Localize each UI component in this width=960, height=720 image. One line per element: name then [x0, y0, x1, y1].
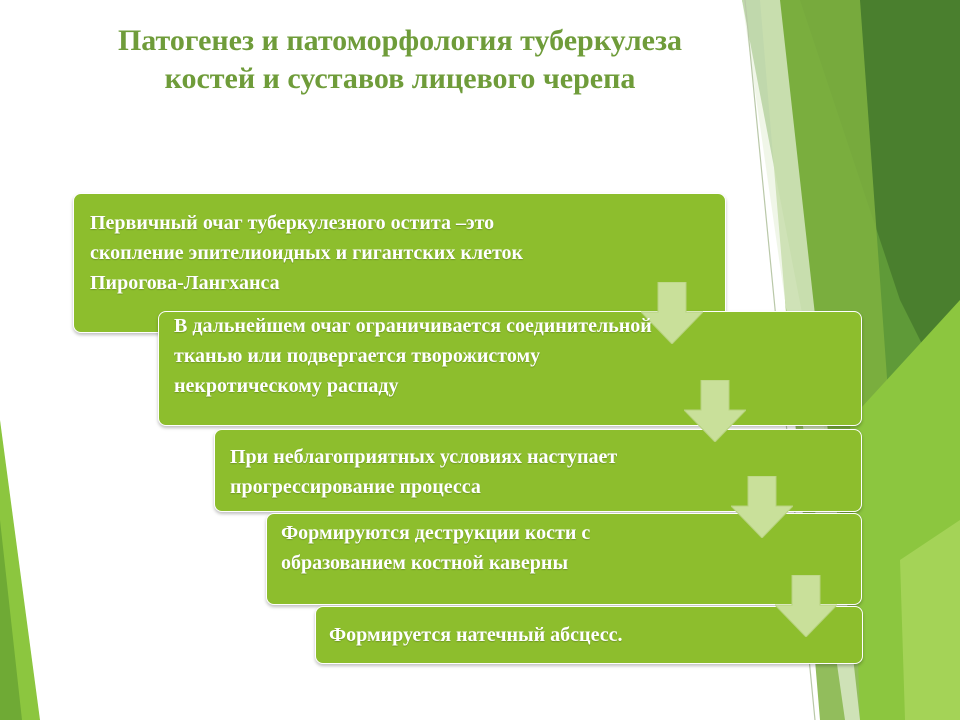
decor-facet-left-2: [0, 520, 22, 720]
step-box-2: [158, 311, 862, 426]
step-text-5: Формируется натечный абсцесс.: [329, 624, 623, 646]
step-text-1: Первичный очаг туберкулезного остита –эт…: [90, 212, 524, 294]
page-title: Патогенез и патоморфология туберкулеза к…: [40, 22, 760, 98]
decor-facet-5: [900, 520, 960, 720]
step-text-2: В дальнейшем очаг ограничивается соедини…: [174, 315, 652, 397]
down-arrow-icon-3: [731, 476, 793, 538]
step-text-4: Формируются деструкции кости с образован…: [281, 522, 591, 574]
step-box-5: [315, 606, 863, 664]
down-arrow-icon-4: [775, 575, 837, 637]
title-line-1: Патогенез и патоморфология туберкулеза: [117, 24, 683, 57]
down-arrow-icon-1: [641, 282, 703, 344]
step-box-1: [73, 193, 726, 333]
title-line-2: костей и суставов лицевого черепа: [164, 62, 636, 95]
step-text-3: При неблагоприятных условиях наступает п…: [230, 446, 618, 498]
down-arrow-icon-2: [684, 380, 746, 442]
